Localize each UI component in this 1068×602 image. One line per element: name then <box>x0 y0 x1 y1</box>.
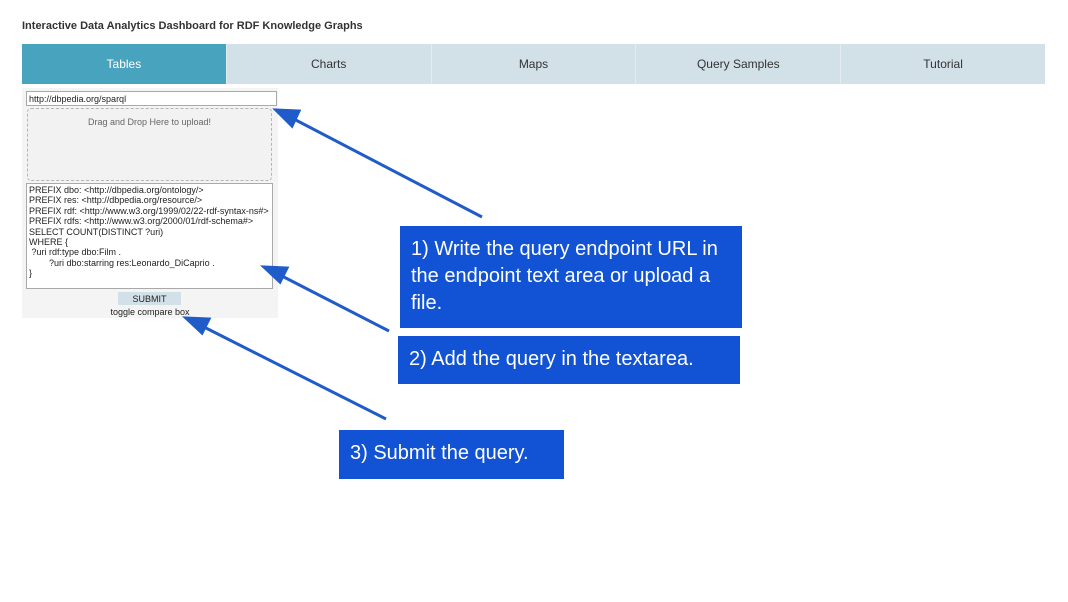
toggle-compare-box-link[interactable]: toggle compare box <box>110 307 190 317</box>
arrow-head-textarea <box>260 265 290 285</box>
tab-charts[interactable]: Charts <box>227 44 432 84</box>
dropzone-text: Drag and Drop Here to upload! <box>87 117 212 127</box>
app-title: Interactive Data Analytics Dashboard for… <box>22 20 363 32</box>
query-textarea[interactable]: PREFIX dbo: <http://dbpedia.org/ontology… <box>26 183 273 289</box>
submit-button[interactable]: SUBMIT <box>118 292 181 305</box>
callout-step-2: 2) Add the query in the textarea. <box>398 336 740 384</box>
tab-query-samples[interactable]: Query Samples <box>636 44 842 84</box>
arrow-to-endpoint <box>289 115 483 219</box>
tab-tables[interactable]: Tables <box>22 44 227 84</box>
tab-bar: Tables Charts Maps Query Samples Tutoria… <box>22 44 1045 84</box>
arrow-to-submit <box>199 323 387 421</box>
arrow-to-textarea <box>277 272 390 333</box>
callout-step-1: 1) Write the query endpoint URL in the e… <box>400 226 742 328</box>
tab-tutorial[interactable]: Tutorial <box>923 57 963 71</box>
arrow-head-submit <box>182 316 212 336</box>
tab-maps[interactable]: Maps <box>432 44 637 84</box>
query-panel: Drag and Drop Here to upload! PREFIX dbo… <box>22 88 278 318</box>
endpoint-url-input[interactable] <box>26 91 277 106</box>
arrow-head-endpoint <box>272 108 302 129</box>
callout-step-3: 3) Submit the query. <box>339 430 564 479</box>
file-dropzone[interactable]: Drag and Drop Here to upload! <box>27 108 272 181</box>
